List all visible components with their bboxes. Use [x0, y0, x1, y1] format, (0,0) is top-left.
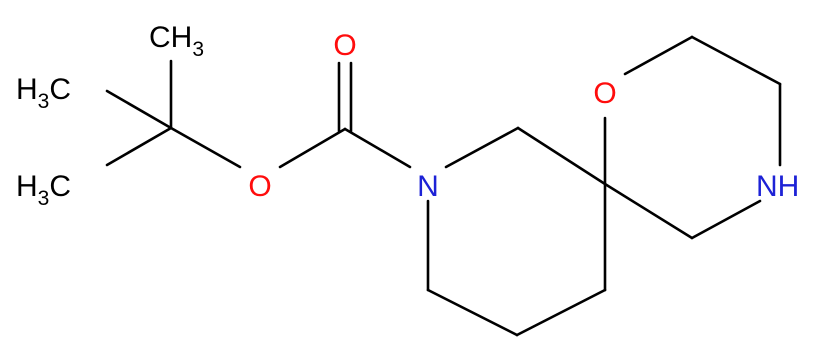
- bond-n-ch2-top: [444, 126, 520, 169]
- methyl-left-upper-label: H3C: [16, 73, 71, 113]
- bond-tbu-methyl-left-lower: [105, 126, 173, 167]
- bond-nh-ch2: [690, 199, 762, 240]
- bond-ch2-ch2-right: [515, 288, 607, 337]
- bond-ester-o-carbonyl-c: [278, 127, 347, 169]
- bond-ring-o-ch2: [623, 35, 694, 76]
- bond-carbonyl-c-n: [343, 127, 412, 169]
- bond-tbu-methyl-left-upper: [105, 89, 173, 130]
- amine-label: NH: [756, 170, 799, 203]
- carbonyl-oxygen-label: O: [333, 29, 356, 62]
- ring-oxygen-label: O: [593, 77, 616, 110]
- bond-ch2-spiro: [516, 126, 607, 186]
- ester-oxygen-label: O: [248, 170, 271, 203]
- bond-tbu-ester-o: [169, 126, 242, 169]
- bond-ch2-ch2-top: [690, 35, 782, 86]
- bond-ch2-spiro-morph: [603, 182, 694, 240]
- methyl-left-lower-label: H3C: [16, 170, 71, 210]
- bond-ch2-ch2-bottom: [426, 288, 519, 337]
- ring-nitrogen-label: N: [417, 170, 439, 203]
- methyl-top-label: CH3: [149, 21, 204, 61]
